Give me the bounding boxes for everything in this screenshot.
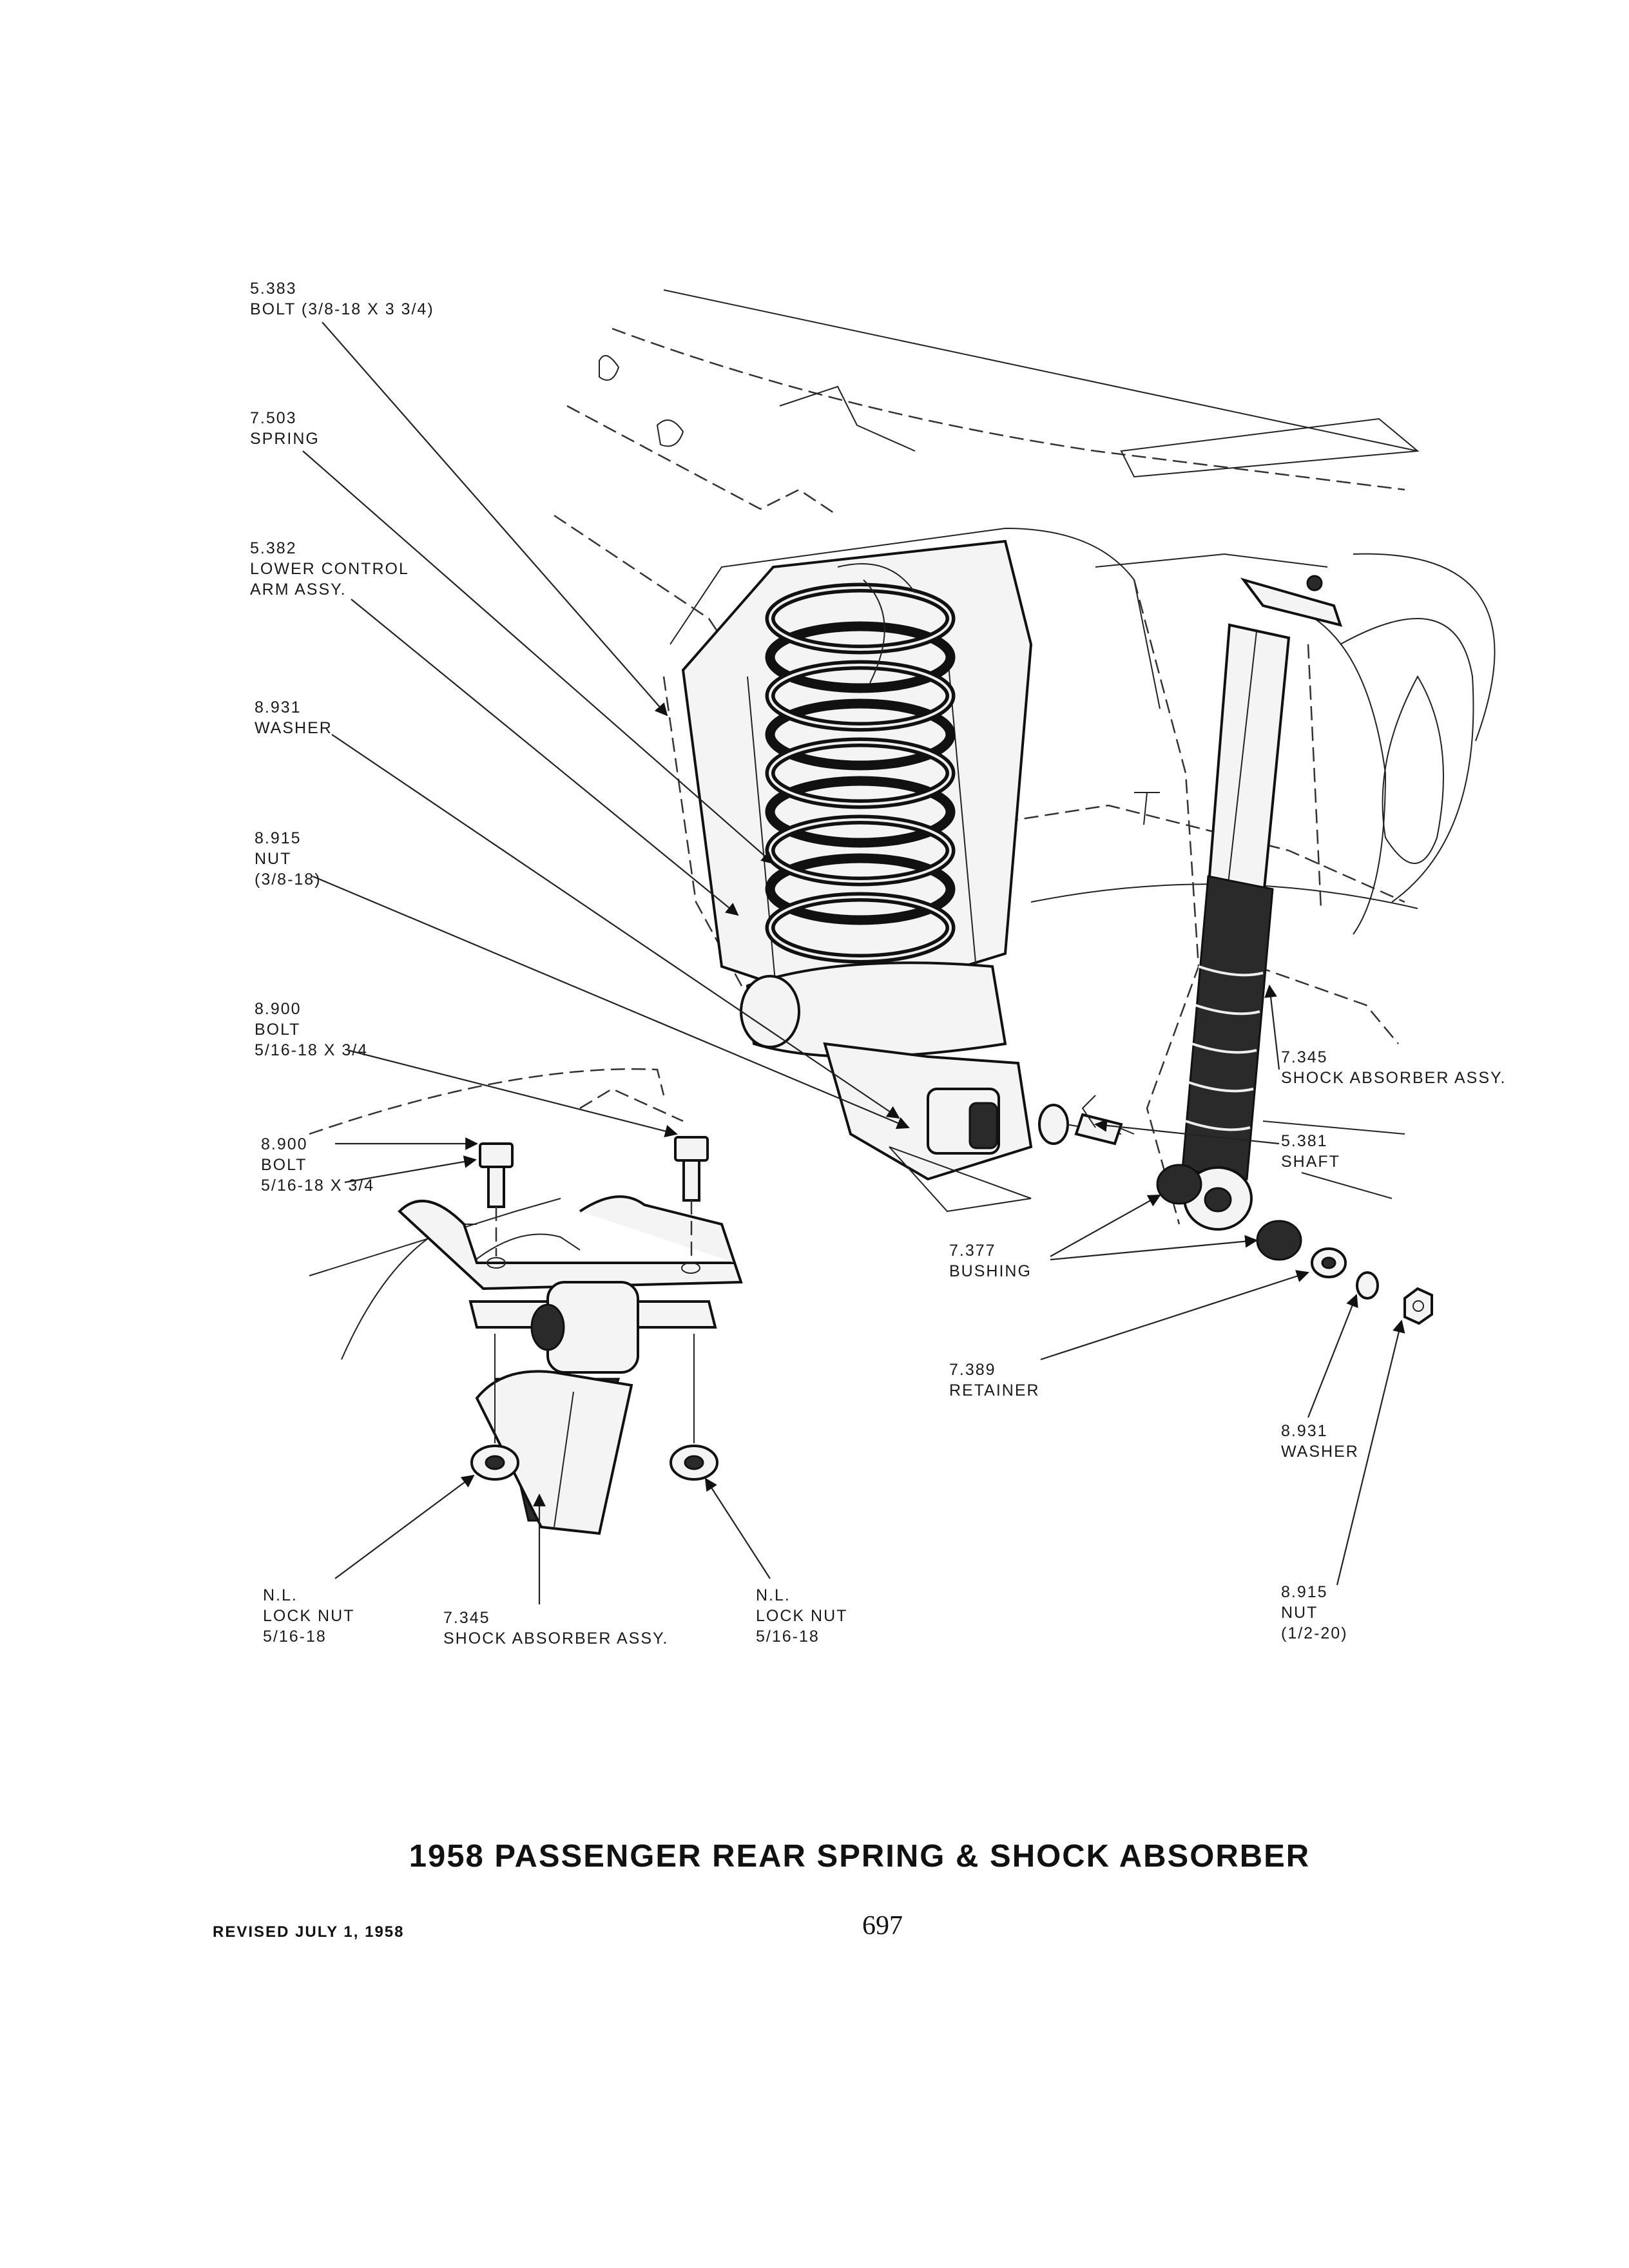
label-lock-nut-right: N.L. LOCK NUT 5/16-18: [756, 1585, 847, 1647]
label-description: WASHER: [1281, 1443, 1359, 1461]
label-washer-8931-left: 8.931 WASHER: [255, 697, 333, 738]
label-lower-control-arm-5382: 5.382 LOWER CONTROL ARM ASSY.: [250, 538, 409, 600]
label-part-number: 8.900: [261, 1135, 308, 1153]
label-nut-8915-right: 8.915 NUT (1/2-20): [1281, 1582, 1348, 1644]
label-description: SHOCK ABSORBER ASSY.: [443, 1629, 669, 1648]
shock-mount-hardware: [1074, 1095, 1433, 1325]
label-part-number: N.L.: [263, 1586, 298, 1604]
label-bushing-7377: 7.377 BUSHING: [949, 1240, 1032, 1282]
label-retainer-7389: 7.389 RETAINER: [949, 1360, 1040, 1401]
label-shaft-5381: 5.381 SHAFT: [1281, 1131, 1340, 1172]
label-description: SHAFT: [1281, 1153, 1340, 1171]
label-description: RETAINER: [949, 1381, 1040, 1399]
label-description: BOLT (3/8-18 x 3 3/4): [250, 300, 434, 318]
label-part-number: 8.900: [255, 1000, 302, 1018]
page-number: 697: [862, 1911, 903, 1941]
label-description: BOLT: [255, 1021, 301, 1039]
label-description: SPRING: [250, 430, 320, 448]
label-shock-absorber-7345-right: 7.345 SHOCK ABSORBER ASSY.: [1281, 1047, 1506, 1088]
label-part-number: 7.377: [949, 1242, 996, 1260]
leader-lines: [302, 322, 1405, 1604]
label-part-number: 7.345: [443, 1609, 490, 1627]
label-description: NUT: [1281, 1604, 1318, 1622]
label-description: SHOCK ABSORBER ASSY.: [1281, 1069, 1507, 1087]
label-bolt-8900-lower: 8.900 BOLT 5/16-18 x 3/4: [261, 1134, 374, 1196]
label-description: 5/16-18: [756, 1628, 820, 1646]
label-spring-7503: 7.503 SPRING: [250, 408, 320, 449]
revision-date: REVISED JULY 1, 1958: [213, 1923, 405, 1941]
label-description: (3/8-18): [255, 870, 322, 889]
label-part-number: 5.382: [250, 539, 297, 557]
label-bolt-5383: 5.383 BOLT (3/8-18 x 3 3/4): [250, 278, 434, 320]
label-description: LOWER CONTROL: [250, 560, 409, 578]
label-part-number: 5.383: [250, 280, 297, 298]
label-part-number: 5.381: [1281, 1132, 1328, 1150]
label-part-number: 8.931: [1281, 1422, 1328, 1440]
label-description: LOCK NUT: [263, 1607, 355, 1625]
label-description: ARM ASSY.: [250, 581, 347, 599]
label-part-number: 7.389: [949, 1361, 996, 1379]
label-washer-8931-right: 8.931 WASHER: [1281, 1421, 1359, 1462]
label-description: 5/16-18 x 3/4: [255, 1041, 369, 1059]
label-description: LOCK NUT: [756, 1607, 848, 1625]
label-description: 5/16-18: [263, 1628, 327, 1646]
coil-spring: [765, 563, 956, 964]
label-description: (1/2-20): [1281, 1624, 1348, 1642]
label-description: BUSHING: [949, 1262, 1032, 1280]
label-nut-8915-left: 8.915 NUT (3/8-18): [255, 828, 322, 890]
label-shock-absorber-7345-bottom: 7.345 SHOCK ABSORBER ASSY.: [443, 1608, 668, 1649]
label-description: BOLT: [261, 1156, 307, 1174]
label-description: NUT: [255, 850, 292, 868]
label-part-number: N.L.: [756, 1586, 791, 1604]
label-bolt-8900-upper: 8.900 BOLT 5/16-18 x 3/4: [255, 999, 368, 1061]
label-part-number: 7.345: [1281, 1048, 1328, 1066]
label-part-number: 8.931: [255, 698, 302, 716]
lower-mount-inset: [309, 1068, 743, 1535]
label-lock-nut-left: N.L. LOCK NUT 5/16-18: [263, 1585, 354, 1647]
label-description: WASHER: [255, 719, 333, 737]
page-title: 1958 PASSENGER REAR SPRING & SHOCK ABSOR…: [409, 1839, 1311, 1874]
label-part-number: 7.503: [250, 409, 297, 427]
label-part-number: 8.915: [1281, 1583, 1328, 1601]
label-part-number: 8.915: [255, 829, 302, 847]
label-description: 5/16-18 x 3/4: [261, 1177, 375, 1195]
